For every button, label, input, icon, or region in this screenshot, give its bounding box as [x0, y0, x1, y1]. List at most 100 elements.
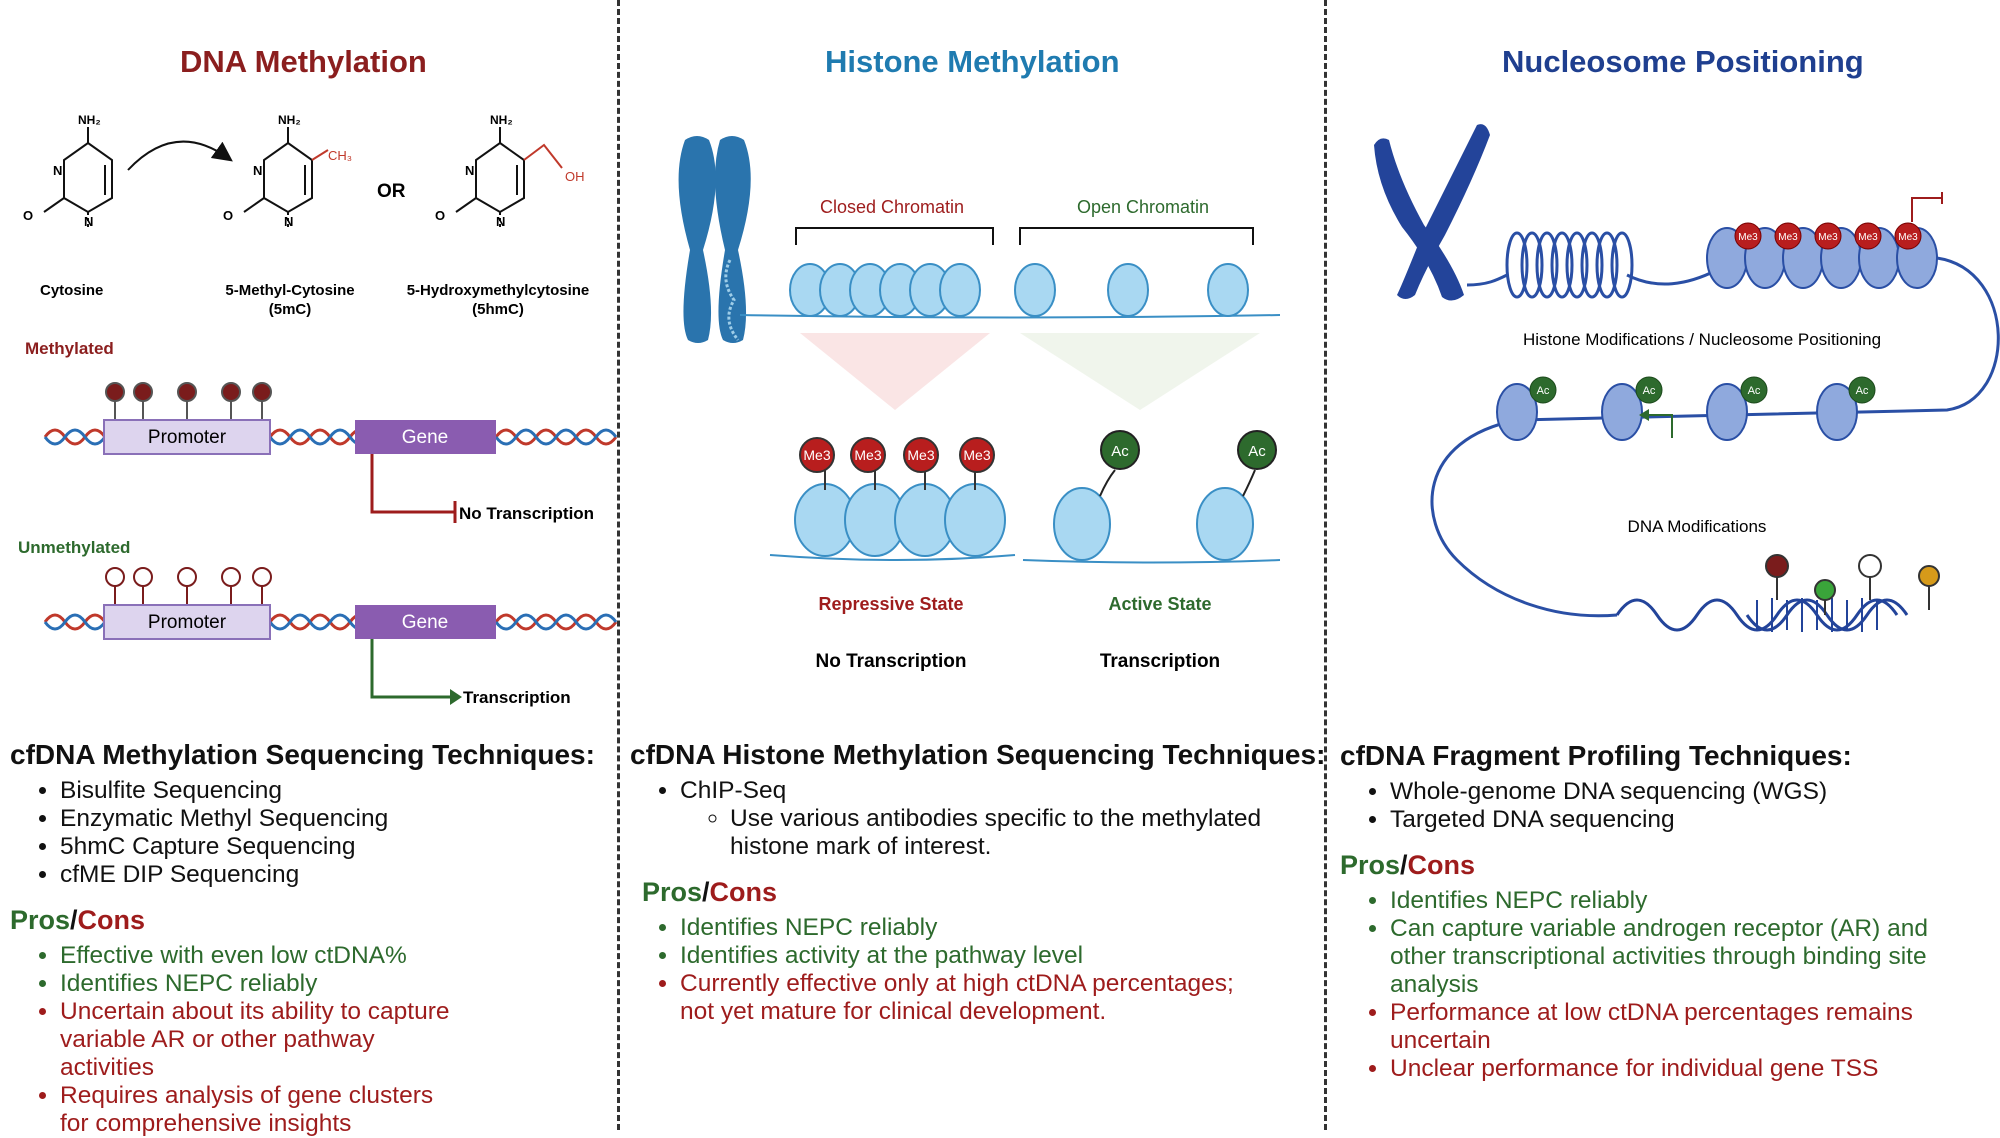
pro-item: Identifies NEPC reliably	[60, 970, 458, 998]
list-item: Bisulfite Sequencing	[60, 777, 618, 805]
gene-label-methylated: Gene	[402, 427, 448, 448]
column-divider-2	[1324, 0, 1327, 1130]
nucleosome-positioning-figure: Me3 Me3 Me3 Me3 Me3 Histone Modification…	[1374, 124, 2000, 632]
histone-techniques: cfDNA Histone Methylation Sequencing Tec…	[630, 739, 1325, 1026]
ac-label: Ac	[1748, 385, 1761, 397]
ac-label: Ac	[1248, 443, 1266, 460]
ac-label: Ac	[1111, 443, 1129, 460]
promoter-box-unmethylated	[103, 604, 271, 640]
mc-label-2: (5mC)	[269, 301, 312, 318]
nucleosome-positioning-title: Nucleosome Positioning	[1502, 44, 1864, 79]
middle-nucleosome-row	[1496, 383, 1858, 441]
fragment-pros-cons-title: Pros/Cons	[1340, 850, 1476, 880]
blocked-tss-mark	[1911, 197, 1942, 222]
active-state-label: Active State	[1108, 594, 1211, 614]
sub-list: Use various antibodies specific to the m…	[680, 805, 1265, 861]
dna-methylation-title: DNA Methylation	[180, 44, 427, 79]
column-divider-1	[617, 0, 620, 1130]
hmc-n1: N	[465, 163, 474, 178]
ac-marks	[1099, 430, 1277, 497]
list-item: Whole-genome DNA sequencing (WGS)	[1390, 778, 2000, 806]
ac-label: Ac	[1856, 385, 1869, 397]
dna-tech-list: Bisulfite Sequencing Enzymatic Methyl Se…	[10, 777, 618, 889]
fragment-tech-title: cfDNA Fragment Profiling Techniques:	[1340, 740, 1852, 771]
closed-chromatin-label: Closed Chromatin	[820, 197, 964, 217]
con-item: Currently effective only at high ctDNA p…	[680, 970, 1265, 1026]
dna-modifications-label: DNA Modifications	[1628, 517, 1767, 536]
mc-n1: N	[253, 163, 262, 178]
histone-pros-cons-list: Identifies NEPC reliably Identifies acti…	[630, 914, 1325, 1026]
con-item: Uncertain about its ability to capture v…	[60, 998, 458, 1082]
promoter-label-unmethylated: Promoter	[148, 612, 227, 633]
hmc-label-1: 5-Hydroxymethylcytosine	[407, 282, 590, 299]
methyl-marks-filled	[105, 382, 272, 422]
nucleosome-positioning-column: Nucleosome Positioning Me3 Me3 Me3	[1327, 0, 2000, 1130]
dna-pros-cons-list: Effective with even low ctDNA% Identifie…	[10, 942, 618, 1138]
coiled-dna	[1466, 231, 1718, 299]
dna-pros-cons-title: Pros/Cons	[10, 905, 146, 935]
methyl-marks-empty	[105, 567, 272, 607]
list-item: 5hmC Capture Sequencing	[60, 833, 618, 861]
cytosine-label: Cytosine	[40, 282, 103, 299]
dna-methylation-techniques: cfDNA Methylation Sequencing Techniques:…	[10, 739, 618, 1138]
open-bracket	[1019, 227, 1254, 245]
reaction-arrow	[127, 140, 233, 171]
hmc-o: O	[435, 208, 445, 223]
no-transcription-label-histone: No Transcription	[816, 651, 967, 672]
chromosome-icon	[1374, 124, 1490, 301]
list-item: Targeted DNA sequencing	[1390, 806, 2000, 834]
mc-nh2: NH₂	[278, 113, 301, 127]
active-nucleosomes	[1053, 487, 1254, 561]
histone-methylation-title: Histone Methylation	[825, 44, 1120, 79]
histone-pros-cons-title: Pros/Cons	[642, 877, 778, 907]
promoter-label-methylated: Promoter	[148, 427, 227, 448]
dna-modification-marks	[1765, 554, 1940, 615]
repressive-nucleosomes	[794, 483, 1006, 557]
me3-label: Me3	[1778, 232, 1798, 243]
pro-item: Effective with even low ctDNA%	[60, 942, 458, 970]
cytosine-n2: N	[84, 214, 93, 229]
transcription-arrow	[370, 639, 450, 699]
double-helix	[1615, 598, 1909, 632]
me3-label: Me3	[803, 447, 830, 463]
con-item: Performance at low ctDNA percentages rem…	[1390, 999, 1980, 1055]
pro-item: Identifies NEPC reliably	[1390, 887, 1980, 915]
open-chromatin-label: Open Chromatin	[1077, 197, 1209, 217]
cytosine-n1: N	[53, 163, 62, 178]
cytosine-molecule	[43, 127, 113, 228]
gene-box-unmethylated	[355, 605, 496, 639]
hmc-oh: OH	[565, 169, 585, 184]
list-item: Use various antibodies specific to the m…	[730, 805, 1265, 861]
mc-o: O	[223, 208, 233, 223]
gene-box-methylated	[355, 420, 496, 454]
chromatin-nucleosomes	[789, 263, 1249, 317]
histone-methylation-column: Histone Methylation Closed Chromatin Ope…	[620, 0, 1325, 1130]
unmethylated-label: Unmethylated	[18, 538, 130, 557]
list-item: Enzymatic Methyl Sequencing	[60, 805, 618, 833]
pro-item: Can capture variable androgen receptor (…	[1390, 915, 1980, 999]
dna-tech-title: cfDNA Methylation Sequencing Techniques:	[10, 739, 595, 770]
pro-item: Identifies activity at the pathway level	[680, 942, 1265, 970]
cytosine-o: O	[23, 208, 33, 223]
blocked-transcription-arrow	[370, 454, 455, 514]
me3-label: Me3	[1858, 232, 1878, 243]
transcription-label-histone: Transcription	[1100, 651, 1220, 672]
no-transcription-label-dna: No Transcription	[459, 504, 594, 523]
fragment-pros-cons-list: Identifies NEPC reliably Can capture var…	[1340, 887, 2000, 1083]
hmc-n2: N	[496, 214, 505, 229]
or-label: OR	[377, 181, 406, 202]
pro-item: Identifies NEPC reliably	[680, 914, 1265, 942]
me3-label: Me3	[1898, 232, 1918, 243]
methylated-label: Methylated	[25, 339, 114, 358]
me3-marks	[1734, 222, 1922, 250]
tss-arrow	[1647, 414, 1673, 438]
promoter-box-methylated	[103, 419, 271, 455]
con-item: Unclear performance for individual gene …	[1390, 1055, 1980, 1083]
me3-label: Me3	[1738, 232, 1758, 243]
ac-label: Ac	[1643, 385, 1656, 397]
dna-methylation-figure: NH₂ N N O Cytosine NH₂ CH₃ N N O 5-Methy…	[18, 113, 618, 707]
fragment-profiling-techniques: cfDNA Fragment Profiling Techniques: Who…	[1340, 740, 2000, 1083]
me3-marks	[799, 437, 995, 490]
ac-label: Ac	[1537, 385, 1550, 397]
mc-n2: N	[284, 214, 293, 229]
